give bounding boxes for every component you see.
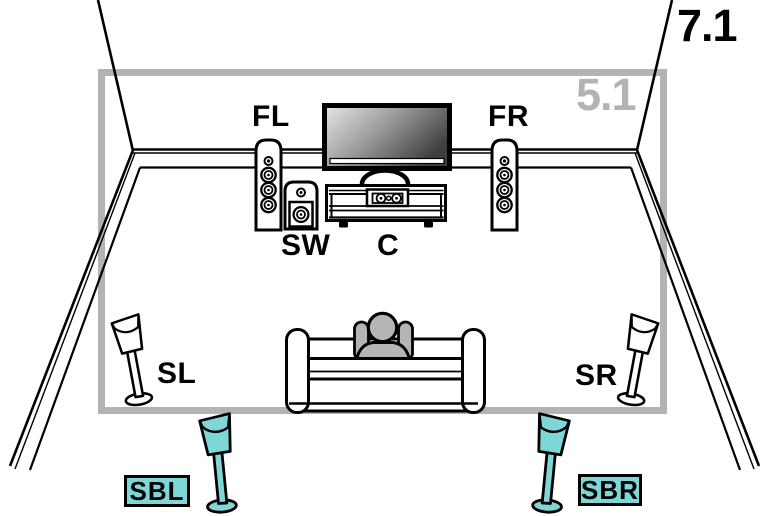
label-center: C <box>377 229 400 262</box>
label-subwoofer: SW <box>281 229 331 262</box>
badge-7-1: 7.1 <box>677 0 738 51</box>
label-front-right: FR <box>488 100 529 133</box>
tag-surround-back-left: SBL <box>124 475 190 507</box>
tag-surround-back-right: SBR <box>578 474 642 506</box>
label-front-left: FL <box>252 100 290 133</box>
label-surround-right: SR <box>575 359 618 392</box>
label-surround-left: SL <box>157 357 197 390</box>
badge-5-1: 5.1 <box>576 69 637 120</box>
